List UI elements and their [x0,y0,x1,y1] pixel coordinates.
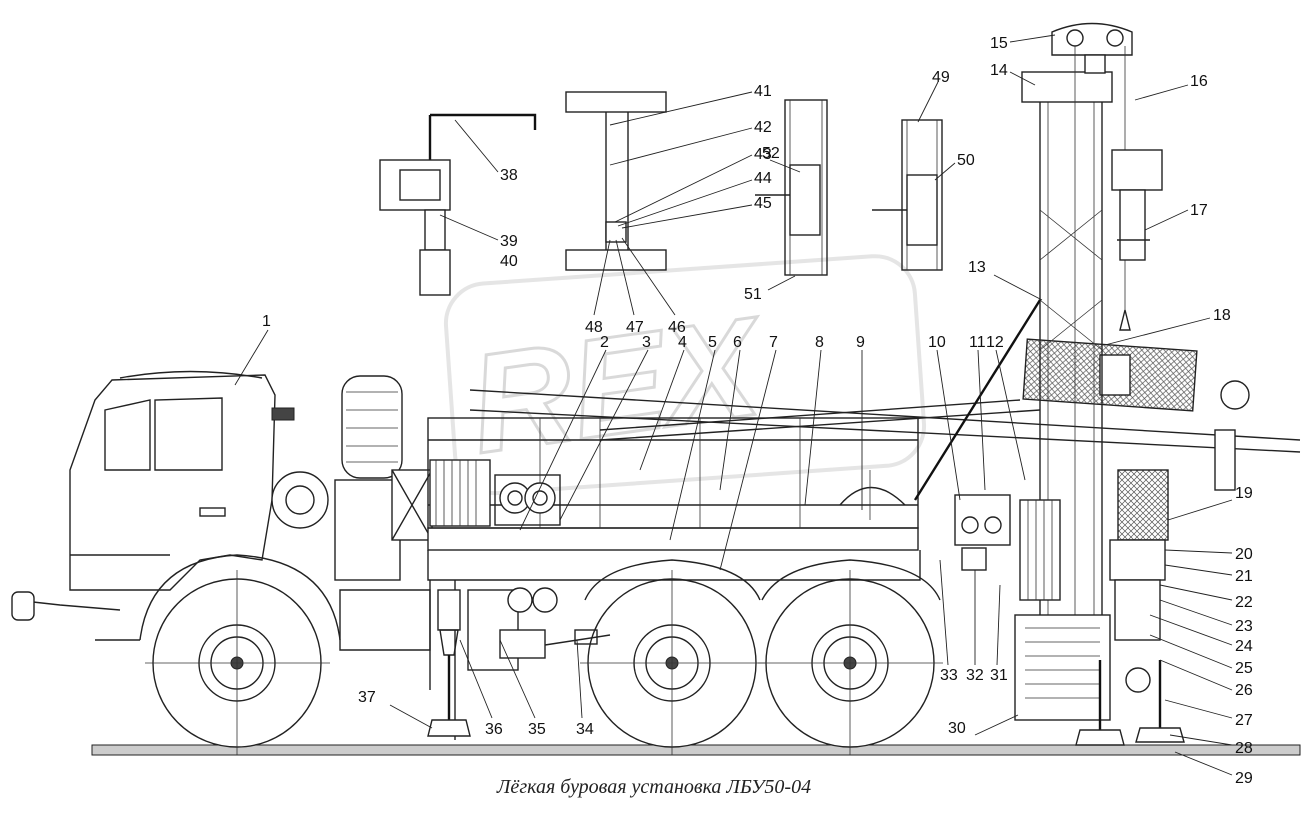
callout-12: 12 [986,334,1004,351]
middle-wheel [580,570,765,755]
callout-37: 37 [358,689,376,706]
callout-28: 28 [1235,740,1253,757]
callout-43: 43 [754,146,772,163]
truck-cab [11,370,295,641]
callout-8: 8 [815,334,824,351]
callout-21: 21 [1235,568,1253,585]
callout-3: 3 [642,334,651,351]
front-wheel [145,570,330,755]
engine-air-unit [271,469,433,581]
callout-38: 38 [500,167,518,184]
callout-9: 9 [856,334,865,351]
callout-51: 51 [744,286,762,303]
callout-22: 22 [1235,594,1253,611]
callout-6: 6 [733,334,742,351]
callouts: 1 2 3 4 5 6 7 8 9 10 11 12 13 14 15 16 1… [234,34,1253,787]
callout-26: 26 [1235,682,1253,699]
callout-2: 2 [600,334,609,351]
callout-24: 24 [1235,638,1253,655]
callout-44: 44 [754,170,772,187]
callout-46: 46 [668,319,686,336]
callout-16: 16 [1190,73,1208,90]
watermark-text: REX [461,286,775,483]
pump-unit [429,459,561,527]
callout-17: 17 [1190,202,1208,219]
callout-52: 52 [762,145,780,162]
callout-30: 30 [948,720,966,737]
rear-outriggers [1075,660,1185,746]
drive-shafts [467,587,611,671]
rear-wheel [758,570,943,755]
callout-40: 40 [500,253,518,270]
callout-45: 45 [754,195,772,212]
callout-47: 47 [626,319,644,336]
callout-25: 25 [1235,660,1253,677]
callout-19: 19 [1235,485,1253,502]
drum-reel [839,470,906,520]
spare-wheel [341,375,403,479]
callout-4: 4 [678,334,687,351]
callout-11: 11 [969,334,986,351]
watermark: REX [443,254,927,496]
front-outrigger [427,589,471,737]
rear-mesh-cabinet [1109,469,1169,693]
detail-clamp [565,91,667,271]
detail-rotator [379,113,537,296]
callout-42: 42 [754,119,772,136]
callout-27: 27 [1235,712,1253,729]
callout-29: 29 [1235,770,1253,787]
callout-14: 14 [990,62,1008,79]
callout-7: 7 [769,334,778,351]
callout-10: 10 [928,334,946,351]
callout-23: 23 [1235,618,1253,635]
callout-34: 34 [576,721,594,738]
callout-33: 33 [940,667,958,684]
callout-50: 50 [957,152,975,169]
chassis-frame [339,527,921,740]
fenders [139,554,941,641]
callout-36: 36 [485,721,503,738]
callout-31: 31 [990,667,1008,684]
callout-18: 18 [1213,307,1231,324]
mast-working-position [913,22,1163,701]
callout-49: 49 [932,69,950,86]
callout-39: 39 [500,233,518,250]
callout-35: 35 [528,721,546,738]
callout-41: 41 [754,83,772,100]
callout-15: 15 [990,35,1008,52]
detail-frame-a [755,99,828,276]
callout-20: 20 [1235,546,1253,563]
detail-frame-b [872,119,943,271]
callout-32: 32 [966,667,984,684]
callout-5: 5 [708,334,717,351]
control-panel [954,494,1061,601]
mast-transport-position [469,338,1301,491]
callout-13: 13 [968,259,986,276]
callout-48: 48 [585,319,603,336]
tool-box [1014,614,1111,721]
callout-1: 1 [262,313,271,330]
drawing-caption: Лёгкая буровая установка ЛБУ50-04 [496,776,812,798]
ground-line [91,744,1301,756]
